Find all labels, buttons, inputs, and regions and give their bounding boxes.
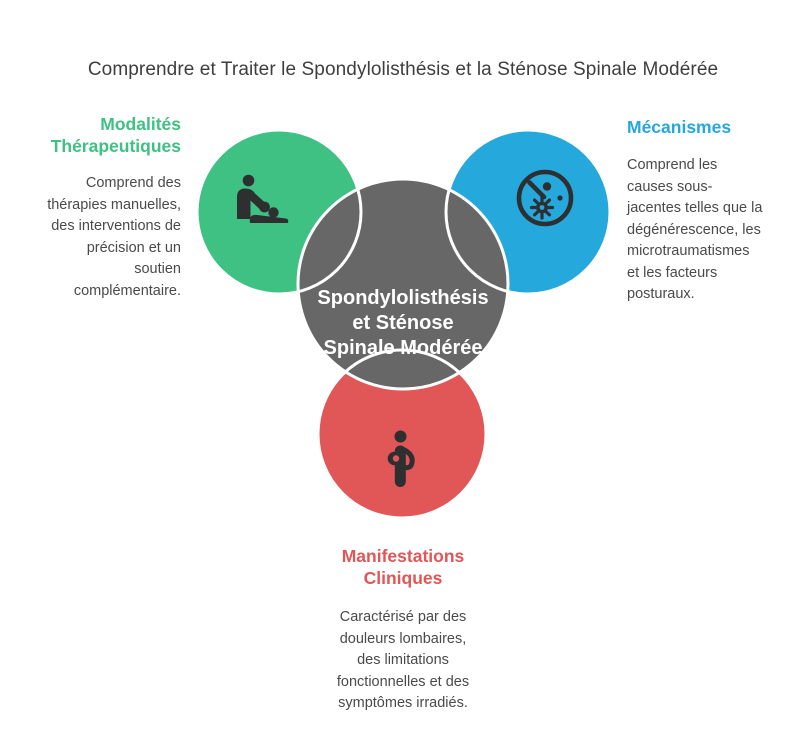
section-clinical: Manifestations Cliniques Caractérisé par…	[283, 545, 523, 715]
mechanism-gear-icon	[516, 169, 574, 227]
center-label: Spondylolisthésis et Sténose Spinale Mod…	[317, 287, 489, 359]
gear-teeth	[529, 195, 555, 220]
person-back-pain-icon	[387, 430, 415, 487]
section-therapies: Modalités Thérapeutiques Comprend des th…	[9, 113, 181, 302]
section-mechanisms: Mécanismes Comprend les causes sous- jac…	[627, 116, 795, 306]
clinical-description: Caractérisé par des douleurs lombaires, …	[336, 609, 470, 711]
page-title: Comprendre et Traiter le Spondylolisthés…	[87, 58, 719, 80]
clinical-circle-outline	[316, 348, 488, 520]
center-circle	[296, 177, 510, 391]
therapies-heading: Modalités Thérapeutiques	[50, 114, 181, 156]
mechanisms-heading: Mécanismes	[627, 117, 732, 137]
mechanisms-circle-outline	[444, 128, 612, 296]
therapies-description: Comprend des thérapies manuelles, des in…	[47, 175, 181, 299]
therapies-circle-outline	[195, 128, 363, 296]
therapist-patient-icon	[237, 174, 289, 223]
clinical-heading: Manifestations Cliniques	[341, 546, 465, 588]
mechanisms-description: Comprend les causes sous- jacentes telle…	[627, 157, 763, 302]
